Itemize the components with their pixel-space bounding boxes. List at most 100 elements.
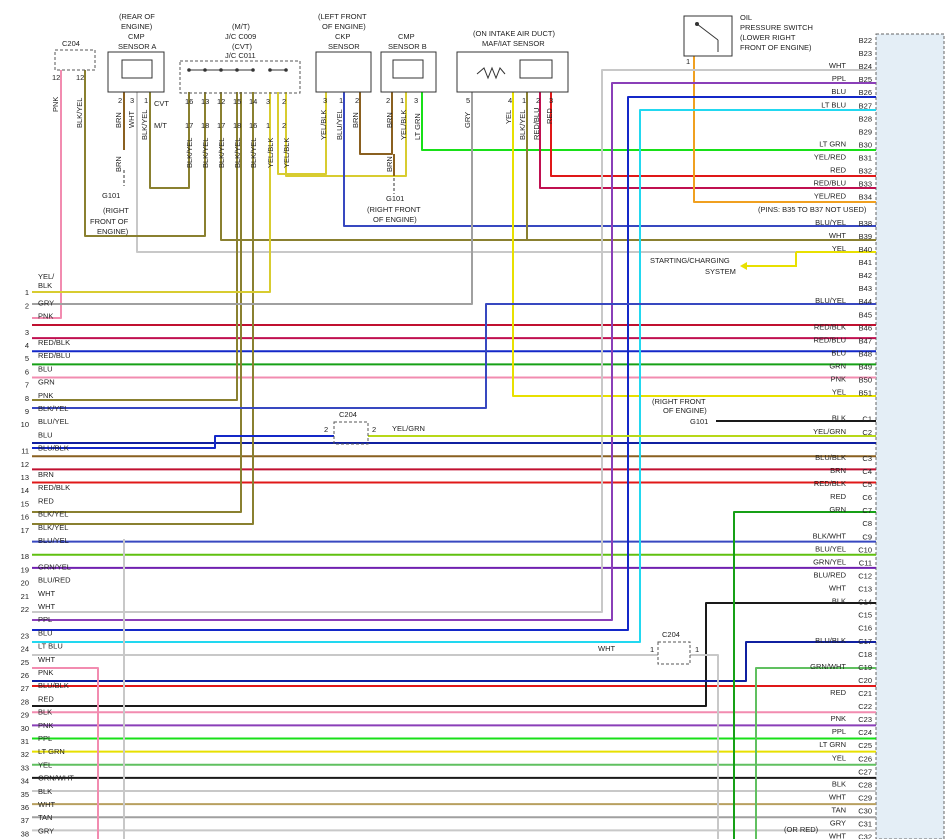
cmp-b-wire-1: BRN bbox=[385, 112, 394, 128]
ecm-pin-c6: C6 bbox=[862, 493, 872, 502]
harness-number-37: 37 bbox=[21, 816, 29, 825]
ecm-pin-c2: C2 bbox=[862, 428, 872, 437]
trunk-grnwht-c19 bbox=[755, 667, 876, 839]
ecm-wire-label-c29: WHT bbox=[829, 792, 846, 801]
harness-label-5: RED/BLK bbox=[38, 338, 70, 347]
maf-iat-sensor: (ON INTAKE AIR DUCT) MAF/IAT SENSOR 5 4 … bbox=[456, 29, 569, 140]
g101-a-line1: (RIGHT bbox=[103, 206, 129, 215]
cmp-a-wire-3: BLK/YEL bbox=[140, 110, 149, 140]
c204-pnk bbox=[32, 70, 62, 319]
ecm-pin-b27: B27 bbox=[859, 101, 872, 110]
cmp-b-line2: SENSOR B bbox=[388, 42, 427, 51]
cmp-a-line2: ENGINE) bbox=[121, 22, 153, 31]
ecm-wire-label-c26: YEL bbox=[832, 753, 846, 762]
ecm-pin-c23: C23 bbox=[858, 715, 872, 724]
ecm-pin-b34: B34 bbox=[859, 193, 872, 202]
ecm-pin-b23: B23 bbox=[859, 49, 872, 58]
ecm-wire-label-b30: LT GRN bbox=[819, 139, 846, 148]
ecm-pin-b48: B48 bbox=[859, 349, 872, 358]
oil-line4: FRONT OF ENGINE) bbox=[740, 43, 812, 52]
ecm-wire-label-c3: BLU/BLK bbox=[815, 453, 846, 462]
jc-mt-pin-4: 16 bbox=[249, 121, 257, 130]
ecm-wire-label-c10: BLU/YEL bbox=[815, 544, 846, 553]
jc-blkyel-1 bbox=[220, 92, 876, 241]
ckp-line2: OF ENGINE) bbox=[322, 22, 366, 31]
c204-low-pin-a: 1 bbox=[650, 645, 654, 654]
jc-line1: (M/T) bbox=[232, 22, 250, 31]
ecm-wire-label-b24: WHT bbox=[829, 61, 846, 70]
oil-pressure-switch: OIL PRESSURE SWITCH (LOWER RIGHT FRONT O… bbox=[683, 13, 813, 66]
cmp-sensor-b: CMP SENSOR B 2 1 3 BRN YEL/BLK LT GRN bbox=[380, 32, 437, 140]
ecm-pin-b42: B42 bbox=[859, 271, 872, 280]
ecm-pin-c8: C8 bbox=[862, 519, 872, 528]
harness-number-27: 27 bbox=[21, 684, 29, 693]
g101-b-line2: OF ENGINE) bbox=[373, 215, 417, 224]
jc-line2: J/C C009 bbox=[225, 32, 256, 41]
cmp-a-line3: CMP bbox=[128, 32, 145, 41]
harness-number-21: 21 bbox=[21, 592, 29, 601]
harness-number-29: 29 bbox=[21, 711, 29, 720]
ecm-pin-c27: C27 bbox=[858, 767, 872, 776]
ecm-wire-label-b50: PNK bbox=[831, 375, 846, 384]
maf-wire-2: YEL bbox=[504, 110, 513, 124]
ecm-pin-c18: C18 bbox=[858, 650, 872, 659]
oil-line1: OIL bbox=[740, 13, 752, 22]
ckp-wire-3: BRN bbox=[351, 112, 360, 128]
g101-b-wire: BRN bbox=[385, 156, 394, 172]
ckp-line1: (LEFT FRONT bbox=[318, 12, 367, 21]
harness-label-19: BLK/YEL bbox=[38, 523, 68, 532]
ecm-pin-c13: C13 bbox=[858, 585, 872, 594]
ecm-pin-c1: C1 bbox=[862, 415, 872, 424]
harness-label-16: RED/BLK bbox=[38, 483, 70, 492]
ecm-pin-c7: C7 bbox=[862, 506, 872, 515]
harness-label-9: PNK bbox=[38, 391, 53, 400]
cmp-a-line1: (REAR OF bbox=[119, 12, 155, 21]
jc-blkyel-3 bbox=[32, 92, 242, 513]
ecm-wire-label-c30: TAN bbox=[832, 806, 846, 815]
ecm-pin-b22: B22 bbox=[859, 36, 872, 45]
g101-c-line1: (RIGHT FRONT bbox=[652, 397, 706, 406]
trunk-blu-c2 bbox=[32, 435, 334, 449]
jc-mt-pin-6: 2 bbox=[282, 121, 286, 130]
jc-wire-label-3: BLK/YEL bbox=[233, 138, 242, 168]
harness-label-6: RED/BLU bbox=[38, 351, 71, 360]
ecm-wire-label-b27: LT BLU bbox=[821, 100, 846, 109]
ecm-pin-c17: C17 bbox=[858, 637, 872, 646]
ecm-pin-b49: B49 bbox=[859, 363, 872, 372]
c204-mid-wire: YEL/GRN bbox=[392, 424, 425, 433]
harness-label-0: YEL/ bbox=[38, 272, 55, 281]
maf-red bbox=[550, 92, 876, 177]
cmp-a-pin-1: 1 bbox=[144, 96, 148, 105]
harness-number-20: 20 bbox=[21, 579, 29, 588]
cmp-a-wht bbox=[136, 92, 876, 253]
harness-number-22: 22 bbox=[21, 605, 29, 614]
trunk-wht-b24 bbox=[32, 69, 876, 613]
c204-low-pin-b: 1 bbox=[695, 645, 699, 654]
harness-number-32: 32 bbox=[21, 750, 29, 759]
cmp-a-pin-3: 3 bbox=[130, 96, 134, 105]
ecm-pin-c20: C20 bbox=[858, 676, 872, 685]
oil-yelred bbox=[693, 56, 876, 203]
maf-pin-4: 4 bbox=[508, 96, 512, 105]
harness-label-40: WHT bbox=[38, 800, 55, 809]
g101-ground-a: BRN G101 (RIGHT FRONT OF ENGINE) bbox=[90, 156, 129, 236]
ecm-wire-label-b39: WHT bbox=[829, 231, 846, 240]
jc-mt-pin-0: 17 bbox=[185, 121, 193, 130]
harness-label-35: PPL bbox=[38, 734, 52, 743]
harness-label-27: BLU bbox=[38, 628, 53, 637]
harness-number-3: 3 bbox=[25, 328, 29, 337]
c204-top-pin-b: 12 bbox=[76, 73, 84, 82]
maf-resistor-symbol bbox=[476, 66, 506, 80]
trunk-ppl-b25 bbox=[32, 82, 876, 621]
jc-top-pin-5: 3 bbox=[266, 97, 270, 106]
harness-number-23: 23 bbox=[21, 631, 29, 640]
harness-number-28: 28 bbox=[21, 697, 29, 706]
trunk-wht-c204-out bbox=[690, 654, 719, 839]
harness-label-29: WHT bbox=[38, 655, 55, 664]
ecm-wire-label-c9: BLK/WHT bbox=[813, 531, 847, 540]
jc-mt-pin-3: 18 bbox=[233, 121, 241, 130]
maf-wire-1: GRY bbox=[463, 112, 472, 128]
harness-label-2: GRY bbox=[38, 298, 54, 307]
harness-number-9: 9 bbox=[25, 407, 29, 416]
